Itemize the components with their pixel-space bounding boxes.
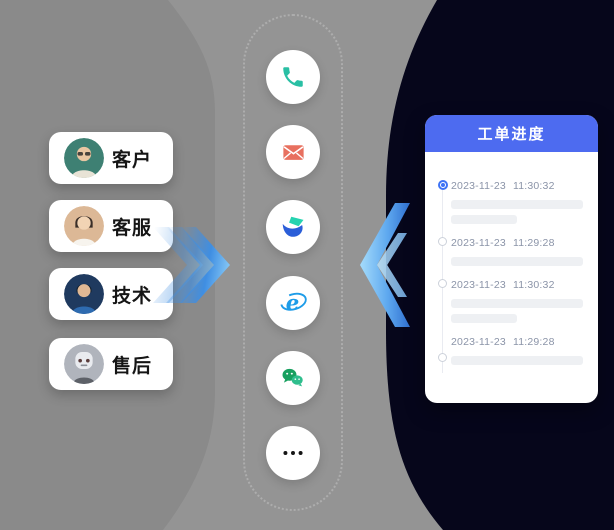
flow-arrow-left-icon bbox=[360, 203, 412, 327]
timeline: 2023-11-23 11:30:32 2023-11-23 11:29:28 … bbox=[425, 152, 598, 365]
more-dots-icon bbox=[279, 439, 307, 467]
entry-date: 2023-11-23 bbox=[451, 237, 506, 249]
support-agent-avatar bbox=[64, 206, 104, 246]
flow-arrow-right-icon bbox=[153, 227, 231, 303]
contact-label: 技术 bbox=[112, 285, 153, 307]
channel-capsule bbox=[243, 14, 343, 511]
timeline-entry: 2023-11-23 11:29:28 bbox=[438, 237, 583, 266]
placeholder-bar bbox=[451, 299, 583, 308]
contact-label: 客户 bbox=[112, 149, 153, 171]
phone-icon bbox=[280, 64, 306, 90]
placeholder-bar bbox=[451, 356, 583, 365]
contact-card-tech: 技术 bbox=[49, 268, 173, 320]
timeline-entry: 2023-11-23 11:30:32 bbox=[438, 180, 583, 224]
channel-app bbox=[266, 200, 320, 254]
ticket-progress-card: 工单进度 2023-11-23 11:30:32 2023-11-23 11:2… bbox=[425, 115, 598, 403]
entry-time: 11:30:32 bbox=[512, 180, 555, 192]
timeline-entry: 2023-11-23 11:29:28 bbox=[438, 336, 583, 365]
timeline-dot-active bbox=[438, 180, 448, 190]
timeline-dot bbox=[438, 353, 447, 362]
channel-email bbox=[266, 125, 320, 179]
timeline-timestamp: 2023-11-23 11:29:28 bbox=[451, 336, 583, 348]
placeholder-bar bbox=[451, 257, 583, 266]
timeline-timestamp: 2023-11-23 11:29:28 bbox=[451, 237, 583, 249]
placeholder-bar bbox=[451, 200, 583, 209]
contact-card-aftersales: 售后 bbox=[49, 338, 173, 390]
placeholder-bar bbox=[451, 215, 517, 224]
timeline-entry: 2023-11-23 11:30:32 bbox=[438, 279, 583, 323]
ticket-card-title: 工单进度 bbox=[477, 126, 546, 143]
wechat-icon bbox=[279, 364, 307, 392]
channel-phone bbox=[266, 50, 320, 104]
customer-avatar bbox=[64, 138, 104, 178]
contact-card-support: 客服 bbox=[49, 200, 173, 252]
entry-time: 11:29:28 bbox=[512, 336, 555, 348]
entry-date: 2023-11-23 bbox=[451, 279, 506, 291]
channel-wechat bbox=[266, 351, 320, 405]
entry-time: 11:30:32 bbox=[512, 279, 555, 291]
entry-date: 2023-11-23 bbox=[451, 336, 506, 348]
timeline-timestamp: 2023-11-23 11:30:32 bbox=[451, 279, 583, 291]
timeline-dot bbox=[438, 237, 447, 246]
light-gray-blob bbox=[163, 0, 450, 530]
contact-card-customer: 客户 bbox=[49, 132, 173, 184]
email-icon bbox=[280, 139, 307, 166]
app-logo-icon bbox=[279, 213, 307, 241]
entry-date: 2023-11-23 bbox=[451, 180, 506, 192]
placeholder-bar bbox=[451, 314, 517, 323]
robot-avatar bbox=[64, 344, 104, 384]
timeline-timestamp: 2023-11-23 11:30:32 bbox=[451, 180, 583, 192]
entry-time: 11:29:28 bbox=[512, 237, 555, 249]
technician-avatar bbox=[64, 274, 104, 314]
channel-more bbox=[266, 426, 320, 480]
channel-ie-browser: e bbox=[266, 276, 320, 330]
ticket-card-header: 工单进度 bbox=[425, 115, 598, 152]
contact-label: 售后 bbox=[112, 355, 153, 377]
ie-browser-icon: e bbox=[278, 288, 308, 318]
timeline-dot bbox=[438, 279, 447, 288]
contact-label: 客服 bbox=[112, 217, 153, 239]
